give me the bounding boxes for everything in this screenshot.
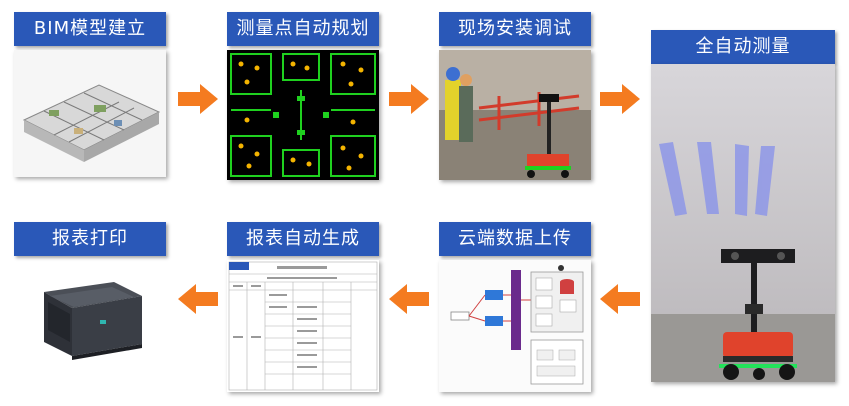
arrow-right-2 xyxy=(389,84,429,114)
report-table-image xyxy=(227,260,379,392)
step-title: 报表自动生成 xyxy=(227,222,379,256)
robot-measure-photo xyxy=(651,64,835,382)
step-install: 现场安装调试 xyxy=(439,12,591,180)
plan-map-image xyxy=(227,50,379,180)
step-measure: 全自动测量 xyxy=(651,30,835,382)
arrow-left-3 xyxy=(178,284,218,314)
bim-model-image xyxy=(14,50,166,177)
arrow-right-1 xyxy=(178,84,218,114)
step-title: 测量点自动规划 xyxy=(227,12,379,46)
step-title: 报表打印 xyxy=(14,222,166,256)
printer-image xyxy=(14,262,166,372)
step-title: 云端数据上传 xyxy=(439,222,591,256)
step-report: 报表自动生成 xyxy=(227,222,379,392)
step-title: 全自动测量 xyxy=(651,30,835,64)
arrow-left-2 xyxy=(389,284,429,314)
cloud-architecture-image xyxy=(439,260,591,392)
arrow-right-3 xyxy=(600,84,640,114)
step-bim: BIM模型建立 xyxy=(14,12,166,177)
step-title: 现场安装调试 xyxy=(439,12,591,46)
step-print: 报表打印 xyxy=(14,222,166,372)
step-upload: 云端数据上传 xyxy=(439,222,591,392)
step-plan: 测量点自动规划 xyxy=(227,12,379,180)
arrow-left-1 xyxy=(600,284,640,314)
install-photo xyxy=(439,50,591,180)
step-title: BIM模型建立 xyxy=(14,12,166,46)
